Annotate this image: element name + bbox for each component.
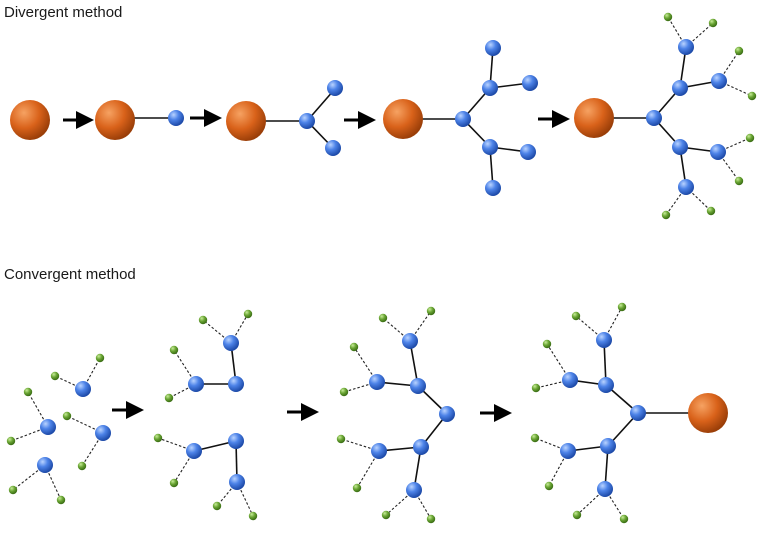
end-group-node [169, 478, 179, 488]
branch-unit-node [678, 179, 694, 195]
end-group-node [706, 206, 716, 216]
end-group-node [381, 510, 391, 520]
branch-unit-node [597, 481, 613, 497]
branch-unit-node [229, 474, 245, 490]
end-group-node [747, 91, 757, 101]
branch-unit-node [455, 111, 471, 127]
end-group-node [661, 210, 671, 220]
branch-unit-node [600, 438, 616, 454]
branch-unit-node [410, 378, 426, 394]
branch-unit-node [168, 110, 184, 126]
end-group-node [426, 514, 436, 524]
branch-unit-node [562, 372, 578, 388]
branch-unit-node [482, 139, 498, 155]
branch-unit-node [299, 113, 315, 129]
branch-unit-node [522, 75, 538, 91]
core-node [10, 100, 50, 140]
branch-unit-node [40, 419, 56, 435]
end-group-node [336, 434, 346, 444]
branch-unit-node [223, 335, 239, 351]
branch-unit-node [327, 80, 343, 96]
branch-unit-node [228, 433, 244, 449]
branch-unit-node [678, 39, 694, 55]
branch-unit-node [485, 40, 501, 56]
branch-unit-node [406, 482, 422, 498]
branch-unit-node [520, 144, 536, 160]
branch-unit-node [630, 405, 646, 421]
end-group-node [572, 510, 582, 520]
branch-unit-node [188, 376, 204, 392]
end-group-node [571, 311, 581, 321]
end-group-node [544, 481, 554, 491]
end-group-node [663, 12, 673, 22]
branch-unit-node [186, 443, 202, 459]
core-node [383, 99, 423, 139]
divergent-method-title: Divergent method [4, 4, 123, 21]
end-group-node [248, 511, 258, 521]
end-group-node [23, 387, 33, 397]
end-group-node [349, 342, 359, 352]
end-group-node [617, 302, 627, 312]
end-group-node [50, 371, 60, 381]
end-group-node [734, 46, 744, 56]
end-group-node [734, 176, 744, 186]
branch-unit-node [598, 377, 614, 393]
branch-unit-node [402, 333, 418, 349]
end-group-node [542, 339, 552, 349]
branch-unit-node [560, 443, 576, 459]
branch-unit-node [75, 381, 91, 397]
end-group-node [378, 313, 388, 323]
end-group-node [619, 514, 629, 524]
end-group-node [708, 18, 718, 28]
branch-unit-node [95, 425, 111, 441]
end-group-node [531, 383, 541, 393]
end-group-node [352, 483, 362, 493]
core-node [95, 100, 135, 140]
branch-unit-node [672, 80, 688, 96]
end-group-node [530, 433, 540, 443]
core-node [574, 98, 614, 138]
branch-unit-node [482, 80, 498, 96]
branch-unit-node [646, 110, 662, 126]
end-group-node [212, 501, 222, 511]
end-group-node [6, 436, 16, 446]
end-group-node [62, 411, 72, 421]
end-group-node [95, 353, 105, 363]
branch-unit-node [439, 406, 455, 422]
branch-unit-node [711, 73, 727, 89]
end-group-node [153, 433, 163, 443]
end-group-node [339, 387, 349, 397]
branch-unit-node [369, 374, 385, 390]
convergent-method-title: Convergent method [4, 266, 136, 283]
branch-unit-node [228, 376, 244, 392]
branch-unit-node [371, 443, 387, 459]
end-group-node [426, 306, 436, 316]
end-group-node [77, 461, 87, 471]
end-group-node [169, 345, 179, 355]
end-group-node [56, 495, 66, 505]
end-group-node [745, 133, 755, 143]
end-group-node [198, 315, 208, 325]
branch-unit-node [596, 332, 612, 348]
end-group-node [8, 485, 18, 495]
branch-unit-node [485, 180, 501, 196]
core-node [226, 101, 266, 141]
end-group-node [243, 309, 253, 319]
core-node [688, 393, 728, 433]
branch-unit-node [37, 457, 53, 473]
branch-unit-node [413, 439, 429, 455]
branch-unit-node [710, 144, 726, 160]
end-group-node [164, 393, 174, 403]
branch-unit-node [325, 140, 341, 156]
branch-unit-node [672, 139, 688, 155]
